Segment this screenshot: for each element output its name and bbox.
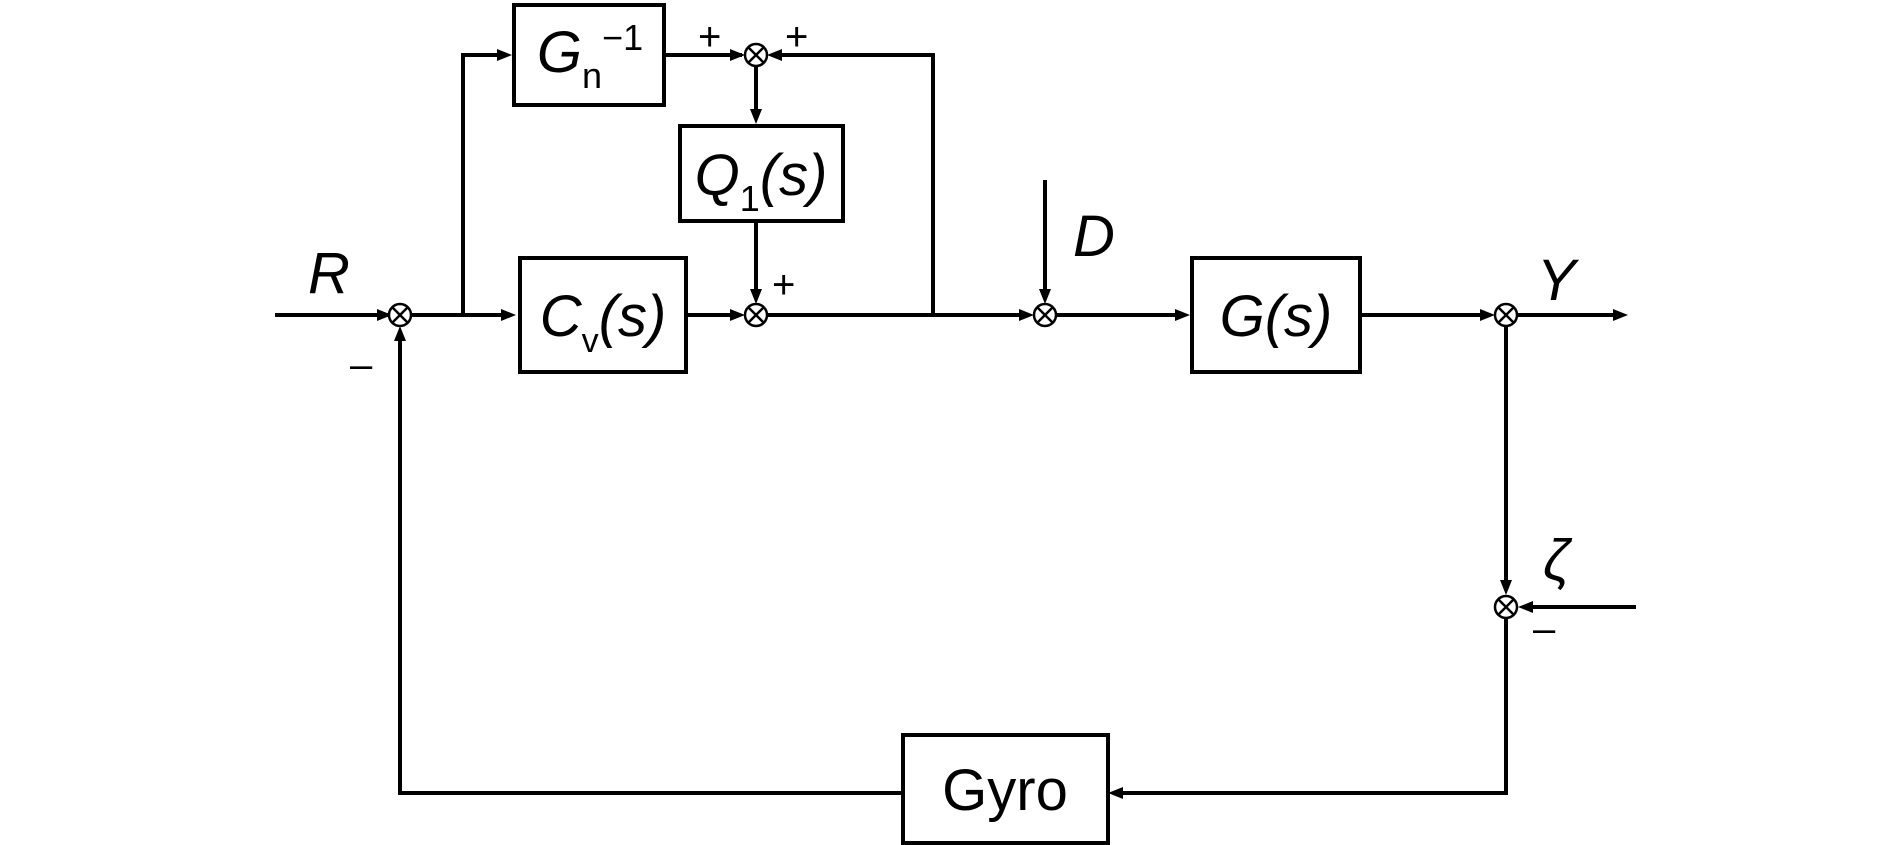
signal-y-label: Y [1537,248,1580,313]
g-main: G [1220,284,1265,349]
gn-inverse-sub: n [582,55,602,96]
block-gn-inverse: Gn−1 [512,3,666,107]
wire-inner-feedback [777,53,935,315]
gyro-label: Gyro [942,758,1068,823]
cv-sub: v [582,322,599,360]
signal-d-label: D [1073,204,1115,269]
gn-inverse-main: G [537,20,582,85]
cv-arg: (s) [599,284,667,349]
sign-noise-minus: – [1533,607,1556,651]
sum-junction-noise [1493,594,1519,620]
block-gyro: Gyro [901,733,1110,845]
svg-text:Cv(s): Cv(s) [540,284,667,360]
wire-gyro-sum1 [398,334,903,795]
sum-junction-input [387,302,413,328]
g-arg: (s) [1265,284,1333,349]
cv-main: C [540,284,583,349]
signal-zeta-label: ζ [1543,528,1573,593]
gn-inverse-sup: −1 [602,17,643,58]
q1-main: Q [695,143,740,208]
svg-text:G(s): G(s) [1220,284,1333,349]
wire-sum-noise-gyro [1114,618,1508,795]
q1-sub: 1 [740,178,760,219]
q1-arg: (s) [760,143,828,208]
block-q1: Q1(s) [678,124,845,223]
sign-top-right-plus: + [785,15,808,59]
sum-junction-output [1493,302,1519,328]
sum-junction-top [743,42,769,68]
sum-junction-disturbance [1032,302,1058,328]
sign-top-left-plus: + [698,15,721,59]
signal-r-label: R [308,241,350,306]
sum-junction-mid [743,302,769,328]
block-g: G(s) [1190,256,1362,374]
sign-mid-plus: + [772,263,795,307]
svg-text:Gn−1: Gn−1 [537,17,643,96]
svg-text:Q1(s): Q1(s) [695,143,828,219]
block-cv: Cv(s) [518,256,688,374]
sign-input-minus: – [350,343,373,387]
wire-branch-gninv [461,53,504,315]
